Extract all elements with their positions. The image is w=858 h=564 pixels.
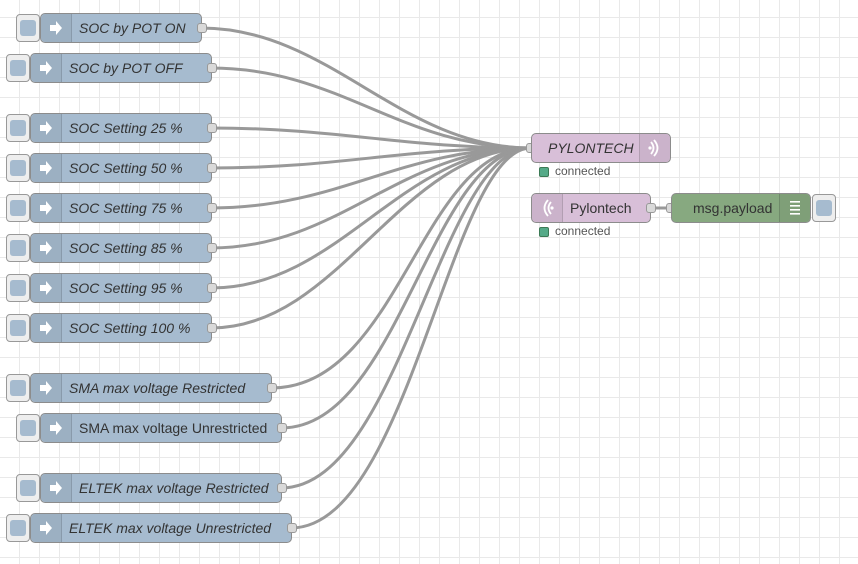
output-port[interactable]: [197, 23, 207, 33]
node-label: SOC Setting 95 %: [69, 280, 183, 296]
output-port[interactable]: [207, 283, 217, 293]
inject-trigger-button[interactable]: [16, 474, 40, 502]
inject-trigger-button[interactable]: [16, 414, 40, 442]
output-port[interactable]: [267, 383, 277, 393]
inject-arrow-icon: [41, 414, 72, 442]
inject-node-soc-85[interactable]: SOC Setting 85 %: [6, 233, 217, 263]
inject-arrow-icon: [31, 514, 62, 542]
debug-toggle-button[interactable]: [812, 194, 836, 222]
node-label: SOC Setting 85 %: [69, 240, 183, 256]
node-label: SOC Setting 75 %: [69, 200, 183, 216]
inject-node-soc-95[interactable]: SOC Setting 95 %: [6, 273, 217, 303]
inject-trigger-button[interactable]: [6, 54, 30, 82]
wire-sma-restricted[interactable]: [270, 146, 532, 390]
inject-arrow-icon: [31, 314, 62, 342]
inject-arrow-icon: [31, 54, 62, 82]
output-port[interactable]: [207, 323, 217, 333]
node-label: SMA max voltage Restricted: [69, 380, 246, 396]
inject-arrow-icon: [31, 374, 62, 402]
inject-trigger-button[interactable]: [6, 374, 30, 402]
node-label: PYLONTECH: [548, 140, 634, 156]
list-icon: [779, 194, 810, 222]
inject-trigger-button[interactable]: [6, 154, 30, 182]
inject-trigger-button[interactable]: [6, 514, 30, 542]
inject-arrow-icon: [31, 194, 62, 222]
wire-soc-pot-on[interactable]: [200, 26, 532, 150]
output-port[interactable]: [207, 163, 217, 173]
inject-node-eltek-unrestricted[interactable]: ELTEK max voltage Unrestricted: [6, 513, 297, 543]
output-port[interactable]: [207, 203, 217, 213]
node-label: msg.payload: [693, 200, 773, 216]
inject-node-soc-50[interactable]: SOC Setting 50 %: [6, 153, 217, 183]
wifi-icon: [532, 194, 563, 222]
node-label: SOC Setting 25 %: [69, 120, 183, 136]
inject-arrow-icon: [31, 274, 62, 302]
inject-trigger-button[interactable]: [6, 234, 30, 262]
inject-arrow-icon: [41, 14, 72, 42]
inject-node-eltek-restricted[interactable]: ELTEK max voltage Restricted: [16, 473, 287, 503]
node-label: SOC Setting 50 %: [69, 160, 183, 176]
wire-eltek-restricted[interactable]: [280, 146, 532, 490]
inject-node-soc-pot-off[interactable]: SOC by POT OFF: [6, 53, 217, 83]
wire-soc-85[interactable]: [210, 146, 532, 250]
inject-node-soc-75[interactable]: SOC Setting 75 %: [6, 193, 217, 223]
wifi-icon: [639, 134, 670, 162]
output-port[interactable]: [287, 523, 297, 533]
inject-arrow-icon: [31, 114, 62, 142]
tcp-in-node[interactable]: Pylontech: [531, 193, 657, 223]
node-label: ELTEK max voltage Unrestricted: [69, 520, 272, 536]
debug-node[interactable]: msg.payload: [666, 193, 838, 223]
inject-node-soc-pot-on[interactable]: SOC by POT ON: [16, 13, 207, 43]
wire-soc-50[interactable]: [210, 146, 532, 170]
inject-arrow-icon: [31, 234, 62, 262]
inject-node-soc-25[interactable]: SOC Setting 25 %: [6, 113, 217, 143]
node-label: SOC by POT ON: [79, 20, 186, 36]
status-text: connected: [555, 224, 611, 238]
status-connected-indicator: [539, 227, 549, 237]
node-label: SOC Setting 100 %: [69, 320, 191, 336]
wire-soc-75[interactable]: [210, 146, 532, 210]
node-label: ELTEK max voltage Restricted: [79, 480, 269, 496]
inject-node-sma-unrestricted[interactable]: SMA max voltage Unrestricted: [16, 413, 287, 443]
inject-arrow-icon: [31, 154, 62, 182]
wire-sma-unrestricted[interactable]: [280, 146, 532, 430]
node-label: SOC by POT OFF: [69, 60, 183, 76]
inject-node-sma-restricted[interactable]: SMA max voltage Restricted: [6, 373, 277, 403]
node-label: Pylontech: [570, 200, 632, 216]
output-port[interactable]: [277, 483, 287, 493]
wire-eltek-unrestricted[interactable]: [290, 146, 532, 530]
status-text: connected: [555, 164, 611, 178]
status-connected-indicator: [539, 167, 549, 177]
wire-soc-25[interactable]: [210, 126, 532, 150]
output-port[interactable]: [207, 63, 217, 73]
wire-soc-100[interactable]: [210, 146, 532, 330]
output-port[interactable]: [277, 423, 287, 433]
wire-soc-95[interactable]: [210, 146, 532, 290]
output-port[interactable]: [207, 243, 217, 253]
inject-arrow-icon: [41, 474, 72, 502]
inject-trigger-button[interactable]: [6, 114, 30, 142]
inject-trigger-button[interactable]: [6, 274, 30, 302]
output-port[interactable]: [646, 203, 656, 213]
inject-trigger-button[interactable]: [6, 314, 30, 342]
wire-soc-pot-off[interactable]: [210, 66, 532, 150]
inject-trigger-button[interactable]: [16, 14, 40, 42]
tcp-out-node[interactable]: PYLONTECH: [526, 133, 676, 163]
inject-trigger-button[interactable]: [6, 194, 30, 222]
output-port[interactable]: [207, 123, 217, 133]
node-label: SMA max voltage Unrestricted: [79, 420, 268, 436]
inject-node-soc-100[interactable]: SOC Setting 100 %: [6, 313, 217, 343]
